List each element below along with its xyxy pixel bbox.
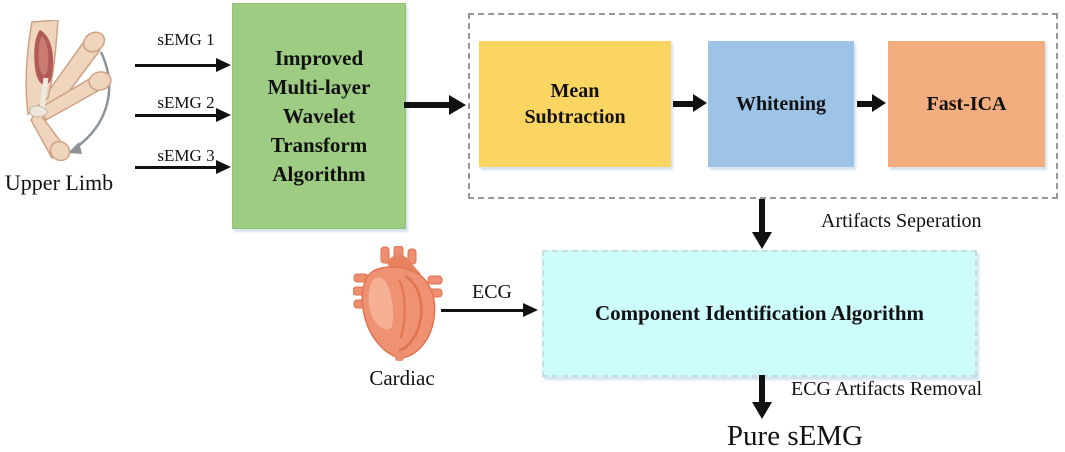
wavelet-to-separation-arrow-shaft: [404, 102, 449, 108]
semg1-label: sEMG 1: [157, 30, 215, 49]
ecg-arrow-head: [523, 303, 538, 317]
component-identification-box: Component Identification Algorithm: [542, 250, 977, 377]
whitening-label: Whitening: [735, 92, 827, 115]
fast-ica-box: Fast-ICA: [888, 41, 1045, 167]
semg3-label: sEMG 3: [157, 146, 215, 165]
artifacts-separation-stage-container: [468, 13, 1058, 199]
separation-to-identification-arrow-head: [752, 232, 772, 249]
artifacts-separation-caption: Artifacts Seperation: [821, 210, 982, 232]
semg2-arrow-head: [216, 108, 231, 122]
ecg-artifacts-removal-caption: ECG Artifacts Removal: [791, 378, 983, 400]
ecg-arrow-shaft: [441, 309, 523, 312]
identification-to-output-arrow-shaft: [759, 375, 765, 402]
semg3-arrow-shaft: [135, 166, 216, 169]
semg1-arrow-shaft: [135, 64, 216, 67]
wavelet-to-separation-arrow-head: [449, 95, 466, 115]
whitening-box: Whitening: [708, 41, 854, 167]
ecg-label: ECG: [472, 281, 512, 303]
semg1-arrow-head: [216, 58, 231, 72]
mean-subtraction-label: Mean Subtraction: [524, 80, 626, 128]
whitening-to-fastica-arrow-shaft: [857, 101, 872, 107]
cardiac-heart-illustration: [353, 246, 443, 361]
semg3-arrow-head: [216, 160, 231, 174]
wavelet-transform-label: Improved Multi-layer Wavelet Transform A…: [267, 45, 371, 186]
identification-to-output-arrow-head: [752, 402, 772, 419]
semg2-label: sEMG 2: [157, 93, 215, 112]
component-identification-label: Component Identification Algorithm: [594, 301, 924, 325]
wavelet-transform-box: Improved Multi-layer Wavelet Transform A…: [232, 3, 406, 229]
semg2-arrow-shaft: [135, 114, 216, 117]
mean-subtraction-box: Mean Subtraction: [479, 41, 671, 167]
mean-to-whitening-arrow-shaft: [673, 101, 693, 107]
mean-to-whitening-arrow-head: [693, 94, 707, 112]
pure-semg-output-label: Pure sEMG: [726, 420, 864, 452]
fast-ica-label: Fast-ICA: [926, 92, 1007, 115]
cardiac-label: Cardiac: [369, 366, 435, 390]
whitening-to-fastica-arrow-head: [872, 94, 886, 112]
upper-limb-label: Upper Limb: [4, 170, 114, 195]
separation-to-identification-arrow-shaft: [759, 199, 765, 232]
upper-limb-illustration: [25, 20, 112, 162]
